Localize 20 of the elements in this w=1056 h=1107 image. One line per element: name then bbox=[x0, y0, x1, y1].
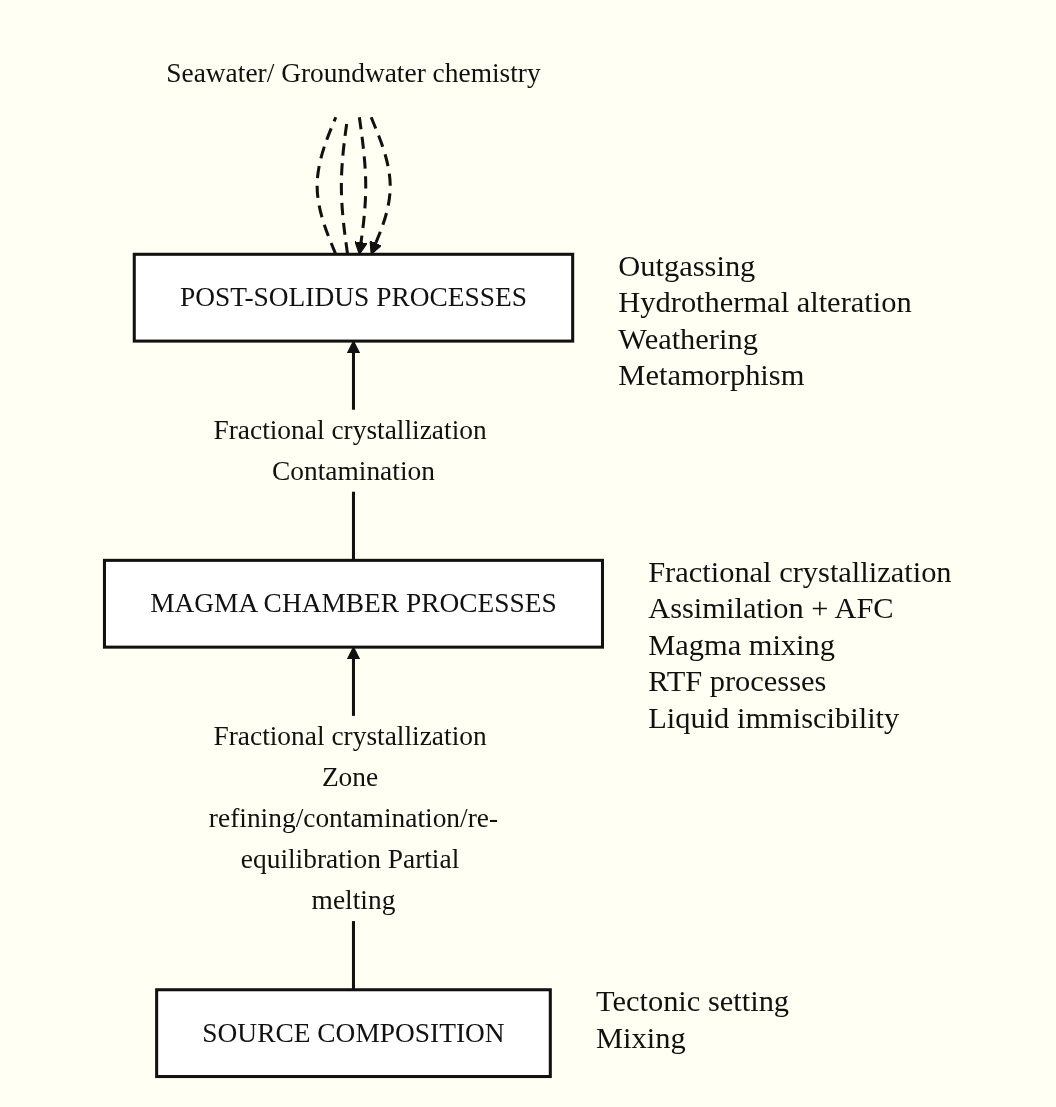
process-note: Tectonic setting bbox=[595, 984, 789, 1019]
edge-label: Fractional crystallization Zone refining/contamination/re-equilibration Partial melting bbox=[208, 720, 498, 916]
edge-label: Fractional crystallization Contamination bbox=[213, 414, 487, 486]
process-note: Assimilation + AFC bbox=[648, 591, 894, 626]
node-box: SOURCE COMPOSITION bbox=[154, 988, 552, 1079]
process-note: Weathering bbox=[618, 321, 758, 356]
node-box: MAGMA CHAMBER PROCESSES bbox=[102, 558, 604, 649]
process-note: Fractional crystallization bbox=[648, 554, 952, 589]
process-note: Hydrothermal alteration bbox=[618, 285, 912, 320]
process-note: Outgassing bbox=[618, 248, 756, 283]
node-box: POST-SOLIDUS PROCESSES bbox=[132, 252, 574, 343]
process-note: Liquid immiscibility bbox=[648, 700, 900, 735]
process-note: Metamorphism bbox=[618, 358, 805, 393]
node-text: Seawater/ Groundwater chemistry bbox=[166, 57, 541, 89]
connector bbox=[315, 116, 337, 255]
process-note: Mixing bbox=[595, 1020, 686, 1055]
process-note: Magma mixing bbox=[648, 627, 835, 662]
process-note: RTF processes bbox=[648, 664, 827, 699]
arrow bbox=[354, 117, 368, 255]
arrow bbox=[369, 116, 392, 255]
